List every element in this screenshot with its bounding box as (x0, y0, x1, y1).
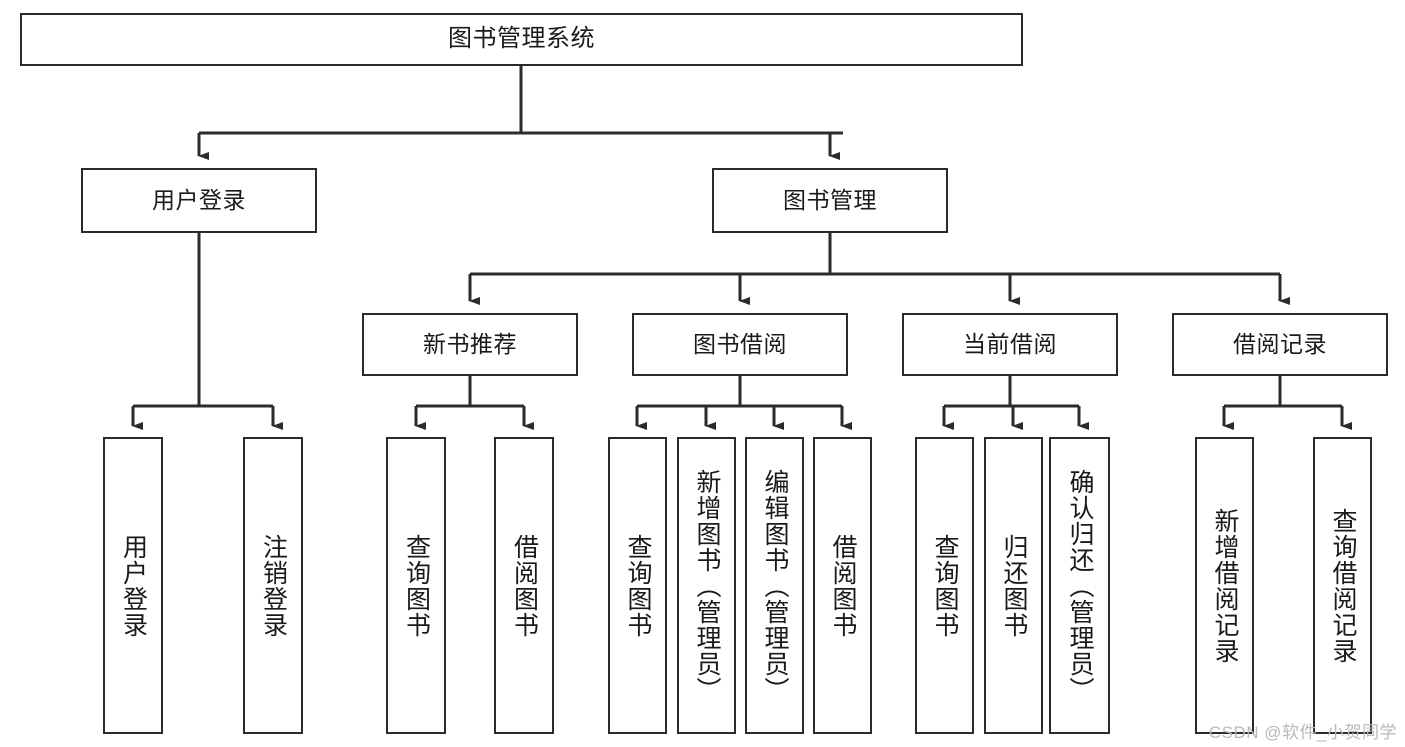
leaf-borrow-query-book-label: 查询图书 (624, 533, 652, 638)
leaf-logout[interactable]: 注销登录 (243, 437, 303, 734)
leaf-current-return-book[interactable]: 归还图书 (984, 437, 1043, 734)
node-new-book-recommend[interactable]: 新书推荐 (362, 313, 578, 376)
leaf-borrow-add-book[interactable]: 新增图书（管理员） (677, 437, 736, 734)
leaf-current-confirm-return[interactable]: 确认归还（管理员） (1049, 437, 1110, 734)
node-current-borrow-label: 当前借阅 (963, 330, 1057, 357)
leaf-record-query-label: 查询借阅记录 (1329, 507, 1357, 664)
node-user-login[interactable]: 用户登录 (81, 168, 317, 233)
leaf-borrow-edit-book-label: 编辑图书（管理员） (761, 468, 789, 703)
leaf-recommend-query-book[interactable]: 查询图书 (386, 437, 446, 734)
leaf-borrow-query-book[interactable]: 查询图书 (608, 437, 667, 734)
leaf-borrow-edit-book[interactable]: 编辑图书（管理员） (745, 437, 804, 734)
node-borrow-record[interactable]: 借阅记录 (1172, 313, 1388, 376)
node-borrow-record-label: 借阅记录 (1233, 330, 1327, 357)
leaf-recommend-query-book-label: 查询图书 (402, 533, 431, 638)
node-root-label: 图书管理系统 (448, 25, 595, 53)
leaf-record-query[interactable]: 查询借阅记录 (1313, 437, 1372, 734)
node-root-system[interactable]: 图书管理系统 (20, 13, 1023, 66)
leaf-current-query-book-label: 查询图书 (931, 533, 959, 638)
csdn-watermark: CSDN @软件_小贺同学 (1208, 723, 1397, 742)
node-user-login-label: 用户登录 (152, 186, 246, 213)
node-book-management-label: 图书管理 (783, 186, 877, 213)
leaf-user-login-label: 用户登录 (119, 533, 148, 638)
leaf-logout-label: 注销登录 (259, 533, 288, 638)
node-current-borrow[interactable]: 当前借阅 (902, 313, 1118, 376)
leaf-borrow-add-book-label: 新增图书（管理员） (693, 468, 721, 703)
node-new-book-recommend-label: 新书推荐 (423, 330, 517, 357)
leaf-recommend-borrow-book-label: 借阅图书 (510, 533, 539, 638)
leaf-current-confirm-return-label: 确认归还（管理员） (1066, 468, 1094, 703)
leaf-recommend-borrow-book[interactable]: 借阅图书 (494, 437, 554, 734)
node-book-management[interactable]: 图书管理 (712, 168, 948, 233)
leaf-user-login[interactable]: 用户登录 (103, 437, 163, 734)
leaf-borrow-borrow-book-label: 借阅图书 (829, 533, 857, 638)
leaf-current-return-book-label: 归还图书 (1000, 533, 1028, 638)
leaf-record-add[interactable]: 新增借阅记录 (1195, 437, 1254, 734)
node-book-borrow[interactable]: 图书借阅 (632, 313, 848, 376)
leaf-borrow-borrow-book[interactable]: 借阅图书 (813, 437, 872, 734)
leaf-record-add-label: 新增借阅记录 (1211, 507, 1239, 664)
node-book-borrow-label: 图书借阅 (693, 330, 787, 357)
leaf-current-query-book[interactable]: 查询图书 (915, 437, 974, 734)
